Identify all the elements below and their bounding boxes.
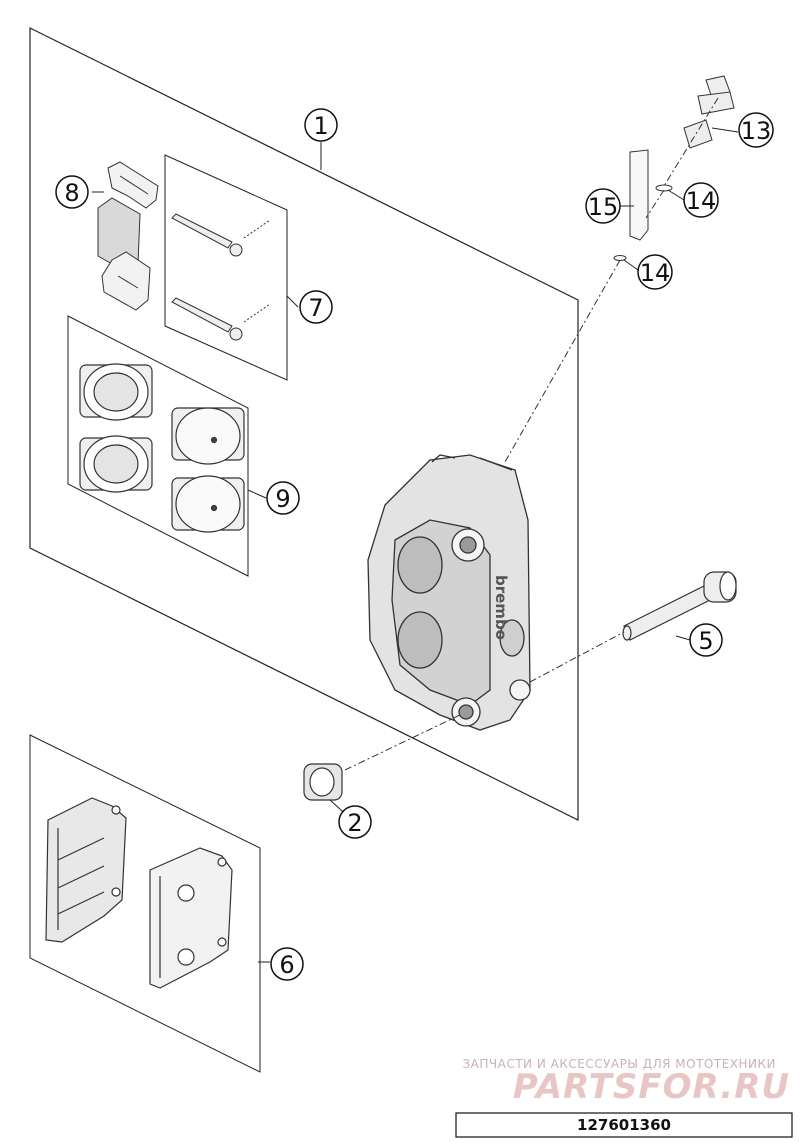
watermark-site: PARTSFOR.RU bbox=[513, 1067, 790, 1107]
part-number-box bbox=[455, 1112, 793, 1138]
spacer-bushing bbox=[303, 763, 343, 801]
assembly-lines bbox=[344, 97, 719, 771]
brake-pads bbox=[45, 797, 233, 989]
brake-caliper bbox=[367, 454, 531, 731]
caliper-brand-label: brembo bbox=[492, 575, 510, 640]
callout-8: 8 bbox=[55, 175, 89, 209]
svg-text:9: 9 bbox=[275, 485, 290, 513]
svg-text:7: 7 bbox=[308, 294, 323, 322]
callout-14-lower: 14 bbox=[637, 254, 673, 290]
caliper-bolt bbox=[622, 571, 737, 641]
watermark-tagline: ЗАПЧАСТИ И АКСЕССУАРЫ ДЛЯ МОТОТЕХНИКИ bbox=[462, 1057, 776, 1071]
callout-2: 2 bbox=[338, 805, 372, 839]
callout-1: 1 bbox=[304, 108, 338, 142]
caliper-pistons bbox=[79, 363, 245, 533]
pads-panel bbox=[29, 734, 261, 1073]
pad-spring-clip bbox=[97, 161, 159, 311]
svg-text:13: 13 bbox=[741, 117, 772, 145]
svg-text:15: 15 bbox=[588, 193, 619, 221]
callout-13: 13 bbox=[738, 112, 774, 148]
svg-text:14: 14 bbox=[640, 259, 671, 287]
pad-retaining-pins bbox=[171, 213, 271, 341]
svg-text:2: 2 bbox=[347, 809, 362, 837]
pins-panel bbox=[164, 154, 288, 381]
callout-15: 15 bbox=[585, 188, 621, 224]
bleeder-assembly bbox=[613, 75, 735, 261]
callout-7: 7 bbox=[299, 290, 333, 324]
callout-9: 9 bbox=[266, 481, 300, 515]
svg-text:8: 8 bbox=[64, 179, 79, 207]
callout-6: 6 bbox=[270, 947, 304, 981]
svg-text:1: 1 bbox=[313, 112, 328, 140]
pistons-panel bbox=[67, 315, 249, 577]
svg-text:6: 6 bbox=[279, 951, 294, 979]
assembly-panel bbox=[29, 27, 579, 821]
svg-text:14: 14 bbox=[686, 187, 717, 215]
part-number: 127601360 bbox=[577, 1116, 671, 1134]
callout-5: 5 bbox=[689, 623, 723, 657]
svg-text:5: 5 bbox=[698, 627, 713, 655]
callout-14-upper: 14 bbox=[683, 182, 719, 218]
